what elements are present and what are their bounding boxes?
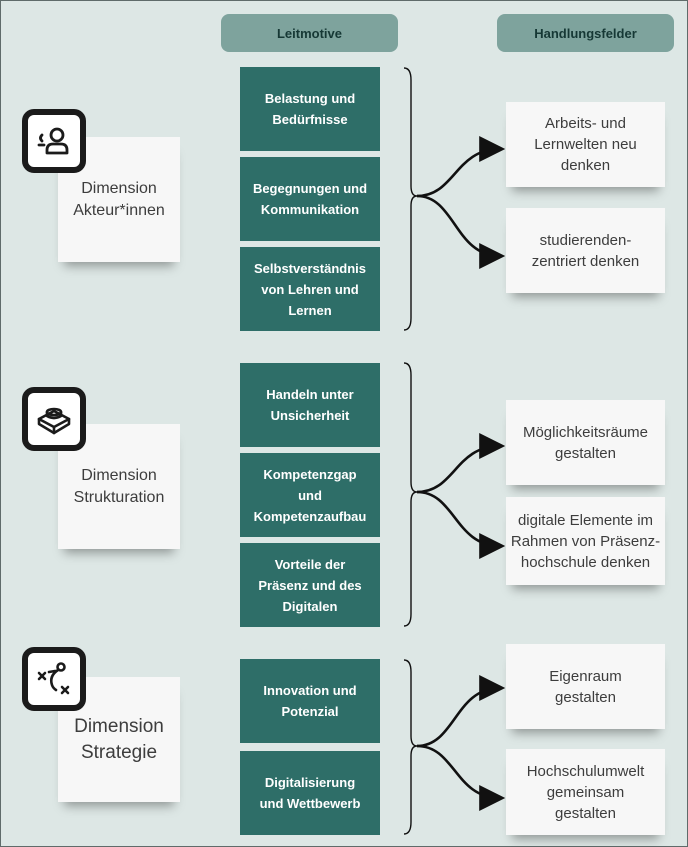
arrow-strategie-2 <box>416 744 506 811</box>
header-handlungsfelder: Handlungsfelder <box>497 14 674 52</box>
arrow-strukturation-2 <box>416 490 506 559</box>
arrow-akteure-2 <box>416 194 506 269</box>
leitmotiv-kompetenz: Kompetenzgap und Kompetenzaufbau <box>240 453 380 537</box>
leitmotiv-belastung: Belastung und Bedürfnisse <box>240 67 380 151</box>
brace-akteure <box>403 67 418 331</box>
leitmotiv-innovation: Innovation und Potenzial <box>240 659 380 743</box>
leitmotiv-vorteile: Vorteile der Präsenz und des Digitalen <box>240 543 380 627</box>
leitmotiv-digitalisierung: Digitalisierung und Wettbewerb <box>240 751 380 835</box>
handlungsfeld-studierendenzentriert: studierenden- zentriert denken <box>506 208 665 293</box>
dimension-note-akteure: Dimension Akteur*innen <box>58 137 180 262</box>
leitmotiv-begegnungen: Begegnungen und Kommunikation <box>240 157 380 241</box>
handlungsfeld-moeglichkeitsraeume: Möglichkeitsräume gestalten <box>506 400 665 485</box>
arrow-strategie-1 <box>416 675 506 748</box>
handlungsfeld-arbeitswelten: Arbeits- und Lernwelten neu denken <box>506 102 665 187</box>
arrow-strukturation-1 <box>416 433 506 494</box>
leitmotiv-selbstverstaendnis: Selbstverständnis von Lehren und Lernen <box>240 247 380 331</box>
leitmotiv-unsicherheit: Handeln unter Unsicherheit <box>240 363 380 447</box>
handlungsfeld-eigenraum: Eigenraum gestalten <box>506 644 665 729</box>
person-icon <box>22 109 86 173</box>
brace-strategie <box>403 659 418 835</box>
header-leitmotive: Leitmotive <box>221 14 398 52</box>
cube-button-icon <box>22 387 86 451</box>
handlungsfeld-digitale-elemente: digitale Elemente im Rahmen von Präsenz-… <box>506 497 665 585</box>
handlungsfeld-hochschulumwelt: Hochschulumwelt gemeinsam gestalten <box>506 749 665 835</box>
arrow-akteure-1 <box>416 136 506 198</box>
strategy-icon <box>22 647 86 711</box>
brace-strukturation <box>403 362 418 627</box>
